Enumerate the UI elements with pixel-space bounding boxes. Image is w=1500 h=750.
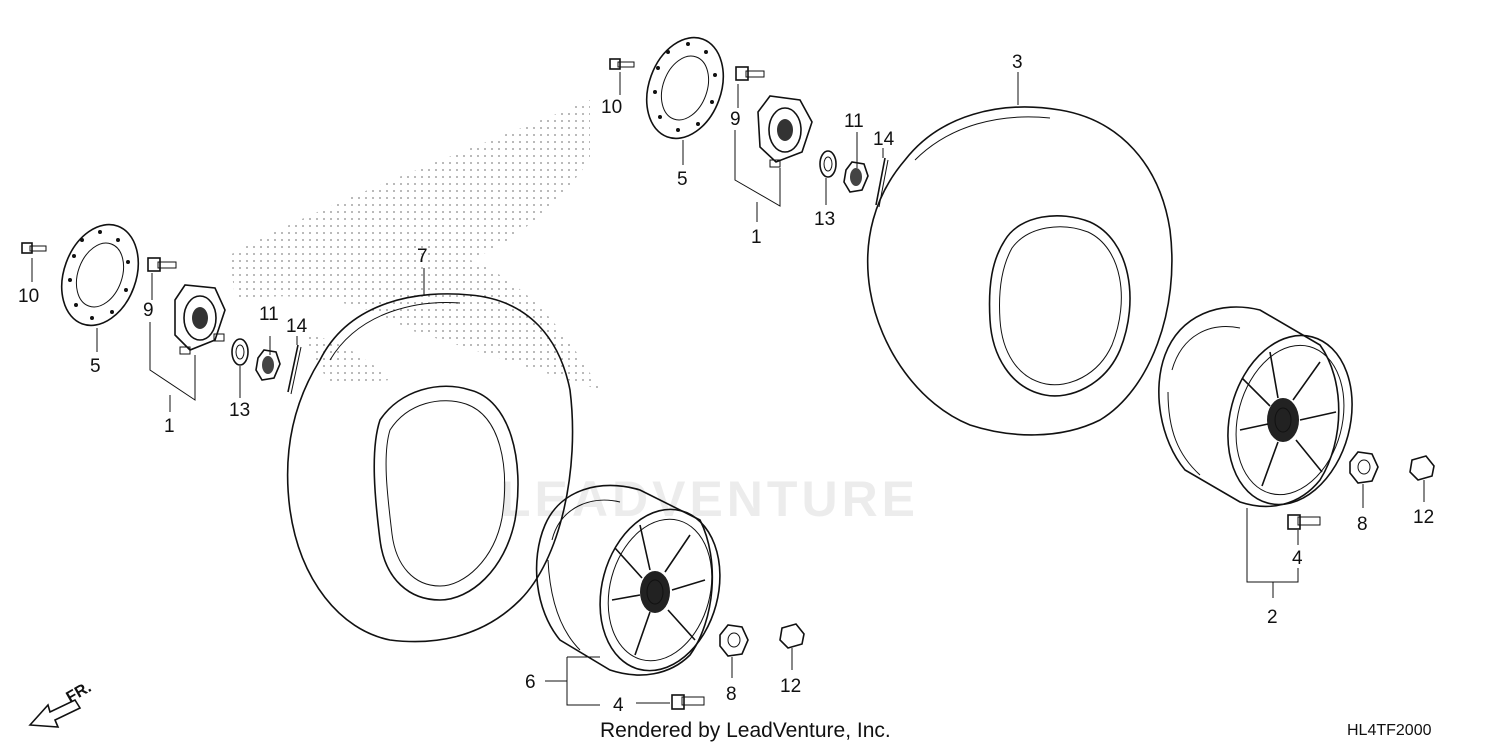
- callout-13-right: 13: [814, 209, 835, 230]
- lug-nut-front: [719, 624, 749, 657]
- callout-4-rear: 4: [1292, 548, 1303, 569]
- front-wheel: [535, 484, 721, 676]
- cap-nut-front: [779, 623, 805, 649]
- castle-nut-right: [843, 161, 869, 193]
- callout-12-rear: 12: [1413, 507, 1434, 528]
- rear-tire: [866, 106, 1173, 436]
- watermark-text: LEADVENTURE: [500, 471, 920, 527]
- hub-stud-right: [735, 66, 765, 81]
- hub-stud-left: [147, 257, 177, 272]
- diagram-code: HL4TF2000: [1347, 722, 1432, 739]
- callout-8-rear: 8: [1357, 514, 1368, 535]
- callout-5-right: 5: [677, 169, 688, 190]
- callout-13-left: 13: [229, 400, 250, 421]
- callout-11-left: 11: [259, 304, 279, 325]
- callout-12-front: 12: [780, 676, 801, 697]
- valve-stem-rear: [1287, 514, 1321, 530]
- callout-9-right: 9: [730, 109, 741, 130]
- callout-6: 6: [525, 672, 536, 693]
- disc-bolt-left: [21, 242, 47, 254]
- brake-disc-right: [645, 36, 725, 140]
- wheel-hub-right: [757, 95, 813, 168]
- callout-10-right: 10: [601, 97, 622, 118]
- wheel-hub-left: [174, 284, 226, 355]
- callout-5-left: 5: [90, 356, 101, 377]
- cotter-pin-left: [287, 344, 302, 395]
- cotter-pin-right: [875, 157, 889, 208]
- castle-nut-left: [255, 349, 281, 381]
- callout-8-front: 8: [726, 684, 737, 705]
- callout-labels: 10 5 9 1 13 11 14 10 5 9 1 13 11 14 7 3 …: [18, 52, 1434, 716]
- leader-lines: [31, 72, 1425, 706]
- lug-nut-rear: [1349, 451, 1379, 484]
- callout-7: 7: [417, 246, 428, 267]
- washer-right: [819, 150, 837, 178]
- fr-label: FR.: [64, 679, 95, 707]
- rear-wheel: [1158, 306, 1353, 508]
- cap-nut-rear: [1409, 455, 1435, 481]
- callout-9-left: 9: [143, 300, 154, 321]
- valve-stem-front: [671, 694, 705, 710]
- callout-3: 3: [1012, 52, 1023, 73]
- callout-14-right: 14: [873, 129, 895, 150]
- callout-10-left: 10: [18, 286, 39, 307]
- callout-4-front: 4: [613, 695, 624, 716]
- disc-bolt-right: [609, 58, 635, 70]
- callout-1-left: 1: [164, 416, 175, 437]
- washer-left: [231, 338, 249, 366]
- callout-2: 2: [1267, 607, 1278, 628]
- brake-disc-left: [60, 223, 140, 327]
- callout-14-left: 14: [286, 316, 308, 337]
- callout-1-right: 1: [751, 227, 762, 248]
- dotted-wing-emblem: [230, 100, 600, 390]
- front-tire: [286, 293, 574, 643]
- credit-text: Rendered by LeadVenture, Inc.: [600, 719, 891, 742]
- callout-11-right: 11: [844, 111, 864, 132]
- front-direction-arrow: FR.: [28, 679, 95, 728]
